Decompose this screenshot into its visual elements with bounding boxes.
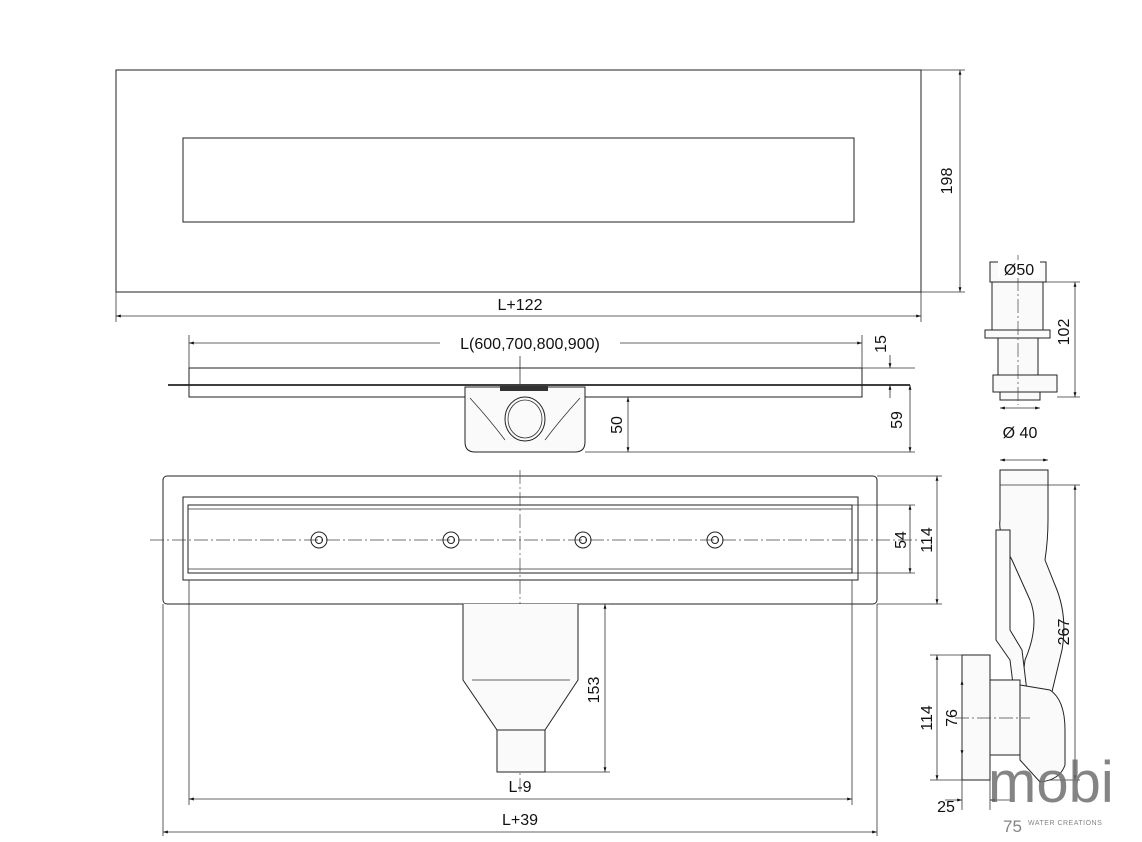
bottom-diameter-label: Ø 40 bbox=[1003, 425, 1038, 442]
elbow-detail: 267 114 76 25 bbox=[919, 458, 1080, 816]
inner-width-dim-label: 54 bbox=[893, 531, 910, 549]
outlet-pipe bbox=[504, 396, 546, 442]
outlet-funnel bbox=[462, 604, 579, 731]
outer-width-dim-label: 114 bbox=[919, 527, 936, 553]
thickness-dim-label: 15 bbox=[873, 335, 890, 353]
side-view: L(600,700,800,900) 50 15 59 bbox=[168, 333, 915, 453]
outlet-depth-dim-label: 153 bbox=[586, 677, 603, 704]
length-dim-label: L(600,700,800,900) bbox=[460, 336, 600, 353]
width-dim-label: L+122 bbox=[498, 297, 543, 314]
plan-view: 54 114 153 L-9 L+39 bbox=[150, 470, 942, 836]
watermark-brand: mobi bbox=[988, 750, 1114, 815]
trap-height-label: 102 bbox=[1056, 319, 1073, 346]
screw bbox=[310, 531, 328, 549]
top-view: 198 L+122 bbox=[115, 69, 965, 322]
depth-dim-label: 59 bbox=[889, 411, 906, 429]
screw bbox=[574, 531, 592, 549]
inner-length-dim-label: L-9 bbox=[508, 779, 531, 796]
grate-frame bbox=[182, 496, 859, 581]
cover-plate-outline bbox=[115, 69, 922, 293]
outlet-dim-label: 50 bbox=[609, 416, 626, 434]
flange bbox=[961, 654, 991, 781]
pipe-dim-label: 76 bbox=[944, 709, 961, 727]
outlet-body bbox=[464, 386, 586, 453]
watermark-number: 75 bbox=[1003, 817, 1022, 836]
height-dim-label: 198 bbox=[939, 168, 956, 195]
flange-dim-label: 114 bbox=[919, 705, 936, 731]
outlet-spigot bbox=[496, 729, 546, 773]
watermark-tagline: WATER CREATIONS bbox=[1028, 820, 1102, 827]
elbow-height-label: 267 bbox=[1056, 619, 1073, 646]
watermark-logo: mobi 75 WATER CREATIONS bbox=[988, 750, 1114, 836]
outer-length-dim-label: L+39 bbox=[502, 812, 538, 829]
grate-slot bbox=[182, 137, 855, 223]
screw bbox=[442, 531, 460, 549]
top-diameter-label: Ø50 bbox=[1004, 262, 1034, 279]
offset-dim-label: 25 bbox=[937, 799, 955, 816]
outlet-grate bbox=[500, 386, 548, 391]
screw bbox=[706, 531, 724, 549]
trap-detail: Ø50 102 Ø 40 bbox=[984, 255, 1080, 442]
